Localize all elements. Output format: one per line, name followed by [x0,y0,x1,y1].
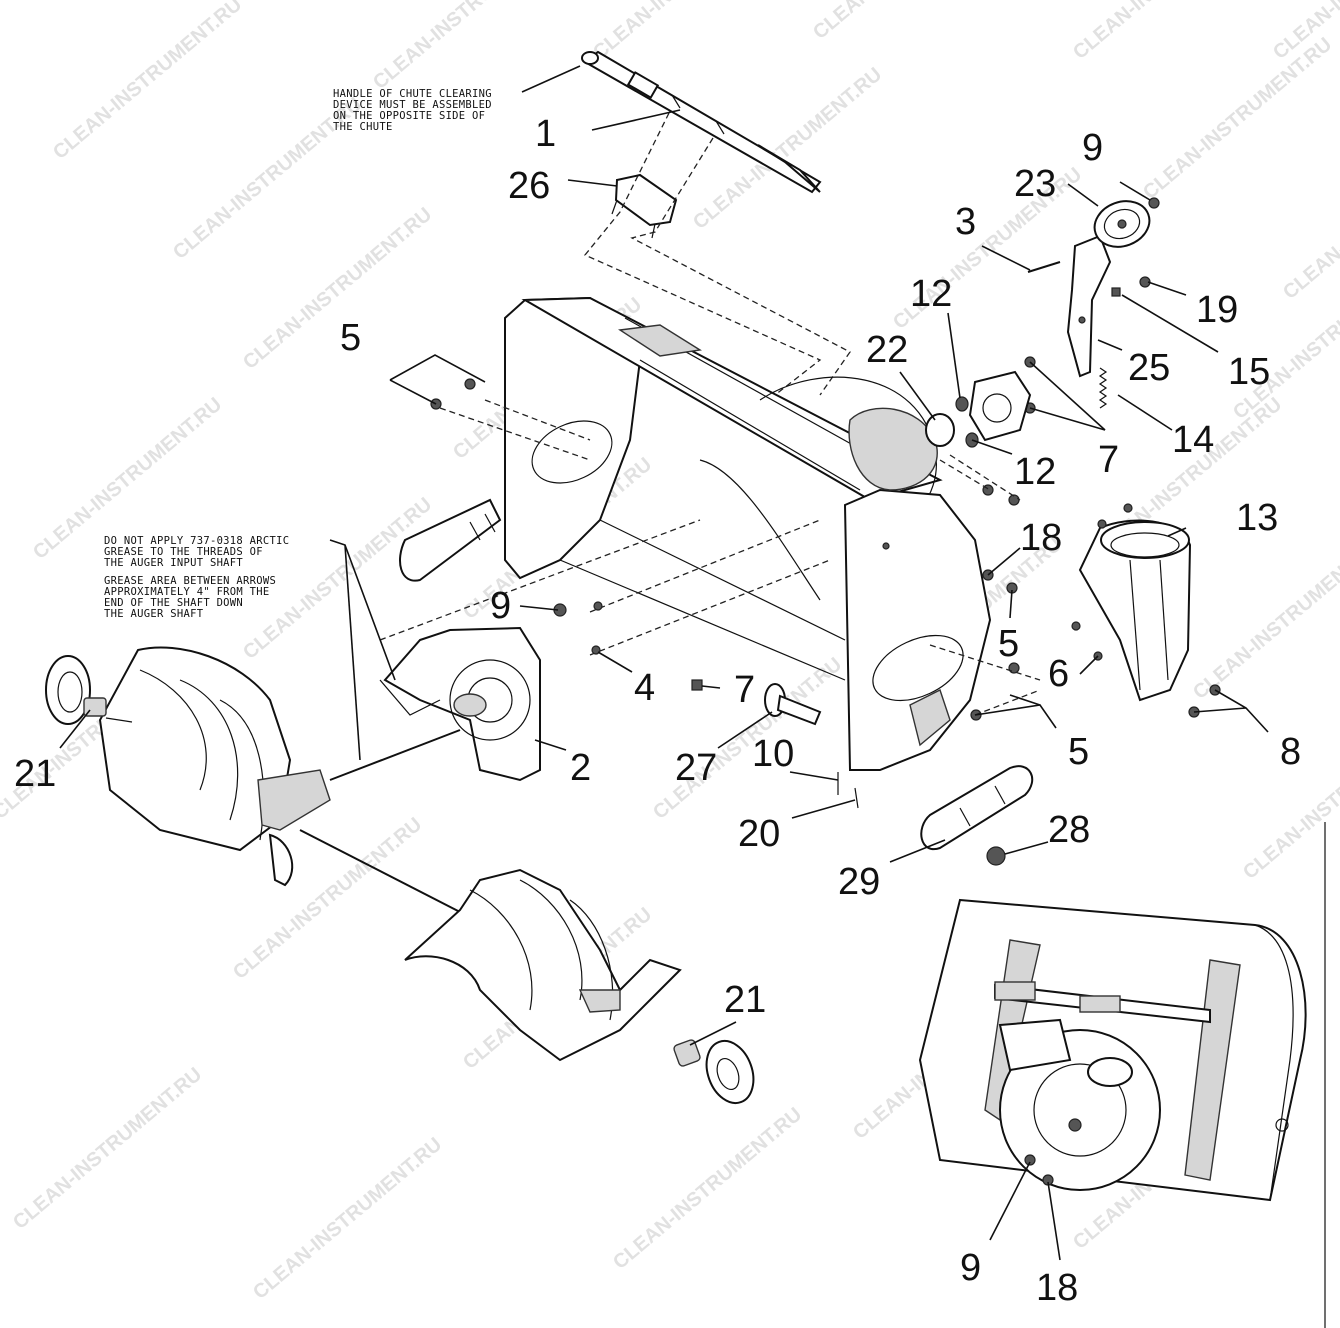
watermark-text: CLEAN-INSTRUMENT.RU [369,0,566,94]
callout-6: 6 [1048,653,1069,695]
callout-2: 2 [570,747,591,789]
assembled-inset-view [918,822,1326,1328]
part-2-impeller-housing [379,626,541,782]
svg-text:DEVICE MUST BE ASSEMBLED: DEVICE MUST BE ASSEMBLED [333,99,492,111]
part-28-nut [986,846,1006,866]
watermark-text: CLEAN-INSTRUMENT.RU [9,1063,206,1233]
callout-15: 15 [1228,351,1270,393]
note-line: ON THE OPPOSITE SIDE OF [333,110,485,122]
callout-4: 4 [634,667,655,709]
callout-12: 12 [910,273,952,315]
callout-7: 7 [734,669,755,711]
callout-labels: 1 26 9 23 3 12 19 22 25 15 5 7 14 12 18 … [14,113,1301,1309]
note-line: GREASE AREA BETWEEN ARROWS [104,575,276,587]
watermark-text: CLEAN-INSTRUMENT.RU [249,1133,446,1303]
watermark-text: CLEAN-INSTRUMENT.RU [1069,0,1266,64]
watermark-text: CLEAN-INSTRUMENT.RU [49,0,246,164]
part-27-shear-bolt [764,683,822,726]
svg-text:HANDLE OF CHUTE CLEARING: HANDLE OF CHUTE CLEARING [333,88,492,100]
watermark-text: CLEAN-INSTRUMENT.RU [239,203,436,373]
callout-18: 18 [1036,1267,1078,1309]
watermark-text: CLEAN-INSTRUMENT.RU [1279,133,1340,303]
note-line: THE AUGER INPUT SHAFT [104,557,243,569]
watermark-text: CLEAN-INSTRUMENT.RU [1229,253,1340,423]
callout-14: 14 [1172,419,1214,461]
part-21-bearing-right [673,1039,755,1104]
callout-7: 7 [1098,439,1119,481]
callout-21: 21 [14,753,56,795]
svg-text:THE CHUTE: THE CHUTE [333,121,393,133]
note-line: THE AUGER SHAFT [104,608,204,620]
callout-5: 5 [998,623,1019,665]
svg-text:ON THE OPPOSITE SIDE OF: ON THE OPPOSITE SIDE OF [333,110,485,122]
callout-28: 28 [1048,809,1090,851]
callout-13: 13 [1236,497,1278,539]
part-13-chute-base [1071,503,1221,718]
part-3-bolt [1027,261,1061,273]
watermark-text: CLEAN-INSTRUMENT.RU [589,0,786,64]
auger-shaft [299,519,831,913]
watermark-text: CLEAN-INSTRUMENT.RU [609,1103,806,1273]
auger-left-upper [98,646,331,887]
part-26-bracket [611,173,678,239]
callout-29: 29 [838,861,880,903]
watermark-text: CLEAN-INSTRUMENT.RU [1189,533,1340,703]
callout-22: 22 [866,329,908,371]
note-line: THE CHUTE [333,121,393,133]
watermark-text: CLEAN-INSTRUMENT.RU [809,0,1006,44]
part-29-skid-shoe [920,765,1034,851]
note-line: END OF THE SHAFT DOWN [104,597,243,609]
callout-26: 26 [508,165,550,207]
callout-23: 23 [1014,163,1056,205]
auger-housing [399,296,992,771]
note-line: HANDLE OF CHUTE CLEARING [333,88,492,100]
callout-5: 5 [1068,731,1089,773]
part-25-idler-bracket [1066,234,1112,378]
callout-27: 27 [675,747,717,789]
auger-right-lower [404,868,682,1062]
leader-lines [59,65,1269,1261]
callout-9: 9 [490,585,511,627]
watermark-text: CLEAN-INSTRUMENT.RU [689,63,886,233]
callout-8: 8 [1280,731,1301,773]
note-line: APPROXIMATELY 4" FROM THE [104,586,270,598]
callout-25: 25 [1128,347,1170,389]
callout-19: 19 [1196,289,1238,331]
note-line: DO NOT APPLY 737-0318 ARCTIC [104,535,289,547]
callout-12: 12 [1014,451,1056,493]
part-19-15-nut-spacer [1111,276,1151,297]
note-line: DEVICE MUST BE ASSEMBLED [333,99,492,111]
callout-10: 10 [752,733,794,775]
callout-1: 1 [535,113,556,155]
part-23-idler-pulley [1093,197,1160,248]
callout-18: 18 [1020,517,1062,559]
note-line: GREASE TO THE THREADS OF [104,546,263,558]
part-22-bearing-flange [925,370,1032,448]
note-chute-handle: HANDLE OF CHUTE CLEARING DEVICE MUST BE … [333,88,492,133]
watermark-text: CLEAN-INSTRUMENT.RU [1139,33,1336,203]
part-1-chute-clearing-shaft [581,50,822,194]
note-grease: DO NOT APPLY 737-0318 ARCTIC GREASE TO T… [104,535,289,620]
callout-3: 3 [955,201,976,243]
callout-9: 9 [960,1247,981,1289]
callout-21: 21 [724,979,766,1021]
callout-20: 20 [738,813,780,855]
callout-9: 9 [1082,127,1103,169]
watermark-text: CLEAN-INSTRUMENT.RU [229,813,426,983]
callout-5: 5 [340,317,361,359]
part-14-spring [1098,367,1108,409]
